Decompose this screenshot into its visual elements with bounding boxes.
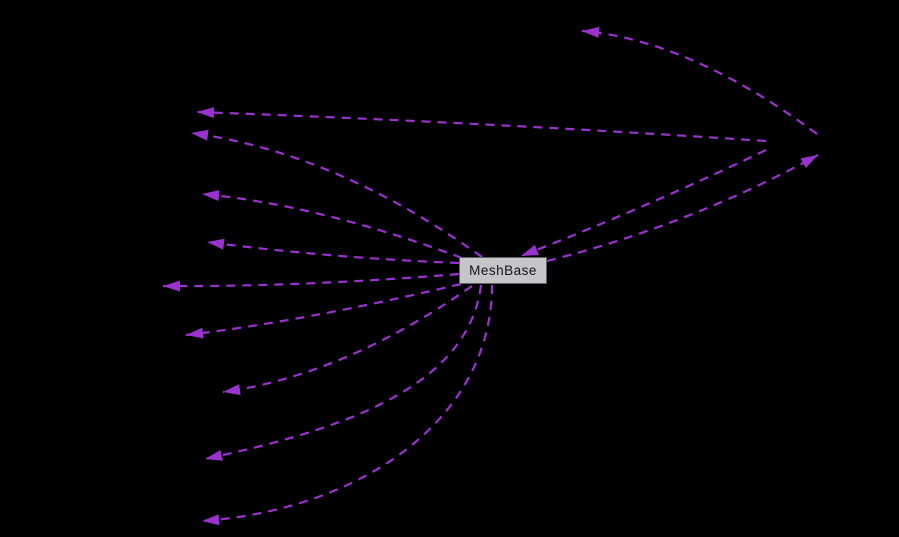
arrowhead-right-node-to-meshbase [521,244,539,256]
edge-meshbase-to-left-node-2 [190,131,483,258]
arrowhead-meshbase-to-right-node [800,155,818,168]
arrowhead-meshbase-to-left-node-9 [202,514,220,526]
edge-meshbase-to-right-node [546,154,819,263]
arrowhead-meshbase-to-left-node-7 [223,384,241,396]
edge-meshbase-to-left-node-3 [201,192,463,260]
arrowhead-meshbase-to-left-node-3 [202,190,220,202]
edge-meshbase-to-left-node-7 [222,285,473,394]
edge-meshbase-to-left-node-5 [162,272,460,288]
edge-meshbase-to-left-node-4 [206,240,460,265]
edge-meshbase-to-left-node-8 [204,284,483,461]
edge-right-node-to-meshbase [520,149,767,258]
arrowhead-meshbase-to-left-node-2 [191,129,209,141]
arrowhead-meshbase-to-left-node-4 [207,238,225,250]
arrowhead-meshbase-to-left-node-8 [205,450,223,461]
arrowhead-right-node-to-top-node [582,26,600,38]
meshbase-node-label: MeshBase [469,263,537,278]
arrowhead-meshbase-to-left-node-6 [186,327,204,339]
arrowhead-meshbase-to-left-node-5 [163,280,181,292]
arrowhead-right-node-to-left-node-1 [197,107,215,119]
edges-layer [162,26,819,526]
meshbase-node[interactable]: MeshBase [459,257,547,284]
edge-meshbase-to-left-node-6 [185,282,462,337]
edge-right-node-to-top-node [581,29,818,135]
edge-meshbase-to-left-node-9 [201,284,494,523]
